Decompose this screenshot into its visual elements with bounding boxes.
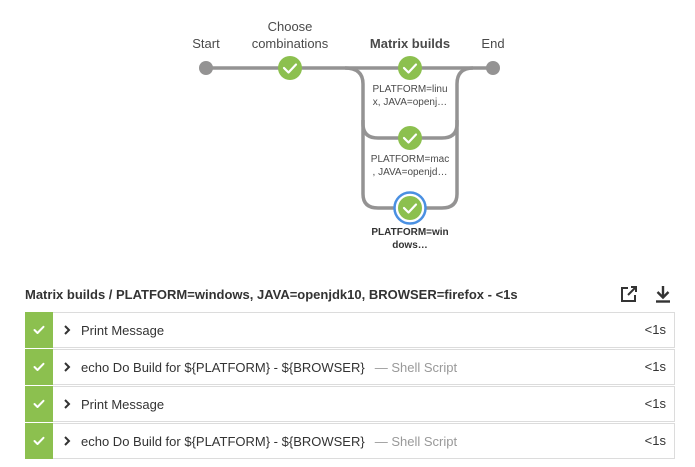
step-subtitle: — Shell Script — [374, 359, 458, 375]
success-status-icon — [25, 386, 53, 422]
end-node — [486, 61, 500, 75]
matrix-node-windows-label: PLATFORM=win dows… — [364, 226, 456, 252]
matrix-node-mac-label: PLATFORM=mac , JAVA=openjd… — [364, 153, 456, 179]
pipeline-graph: Start Choose combinations Matrix builds … — [192, 18, 505, 252]
step-title: echo Do Build for ${PLATFORM} - ${BROWSE… — [81, 433, 365, 449]
chevron-right-icon[interactable] — [53, 361, 81, 373]
stage-label-choose: Choose combinations — [240, 18, 340, 52]
step-row[interactable]: echo Do Build for ${PLATFORM} - ${BROWSE… — [25, 423, 675, 459]
step-duration: <1s — [644, 359, 666, 374]
chevron-right-icon[interactable] — [53, 324, 81, 336]
matrix-node-windows-label-line2: dows… — [392, 240, 428, 251]
step-title: echo Do Build for ${PLATFORM} - ${BROWSE… — [81, 359, 365, 375]
matrix-node-windows[interactable] — [393, 191, 427, 225]
step-list: Print Message <1s echo Do Build for ${PL… — [25, 312, 675, 460]
step-row[interactable]: Print Message <1s — [25, 386, 675, 422]
download-icon[interactable] — [652, 283, 674, 305]
stage-label-matrix: Matrix builds — [369, 36, 451, 51]
step-row[interactable]: echo Do Build for ${PLATFORM} - ${BROWSE… — [25, 349, 675, 385]
chevron-right-icon[interactable] — [53, 398, 81, 410]
open-external-icon[interactable] — [618, 283, 640, 305]
matrix-node-linux[interactable] — [398, 56, 422, 80]
chevron-right-icon[interactable] — [53, 435, 81, 447]
step-duration: <1s — [644, 433, 666, 448]
matrix-node-windows-label-line1: PLATFORM=win — [371, 227, 449, 238]
matrix-node-linux-label: PLATFORM=linu x, JAVA=openj… — [364, 83, 456, 109]
matrix-node-mac[interactable] — [398, 126, 422, 150]
step-title: Print Message — [81, 322, 165, 338]
stage-label-start: Start — [192, 36, 220, 51]
matrix-node-linux-label-line2: x, JAVA=openj… — [372, 97, 448, 108]
matrix-node-linux-label-line1: PLATFORM=linu — [372, 84, 448, 95]
start-node — [199, 61, 213, 75]
success-status-icon — [25, 423, 53, 459]
step-duration: <1s — [644, 322, 666, 337]
step-row[interactable]: Print Message <1s — [25, 312, 675, 348]
matrix-node-mac-label-line2: , JAVA=openjd… — [372, 167, 448, 178]
step-subtitle: — Shell Script — [374, 433, 458, 449]
stage-label-choose-line2: combinations — [251, 36, 329, 51]
stage-label-choose-line1: Choose — [267, 19, 313, 34]
step-panel-title: Matrix builds / PLATFORM=windows, JAVA=o… — [25, 287, 518, 302]
success-status-icon — [25, 312, 53, 348]
matrix-node-mac-label-line1: PLATFORM=mac — [370, 154, 450, 165]
choose-combinations-node[interactable] — [278, 56, 302, 80]
step-duration: <1s — [644, 396, 666, 411]
step-title: Print Message — [81, 396, 165, 412]
pipeline-graph-lines — [199, 56, 500, 225]
stage-label-end: End — [481, 36, 505, 51]
success-status-icon — [25, 349, 53, 385]
